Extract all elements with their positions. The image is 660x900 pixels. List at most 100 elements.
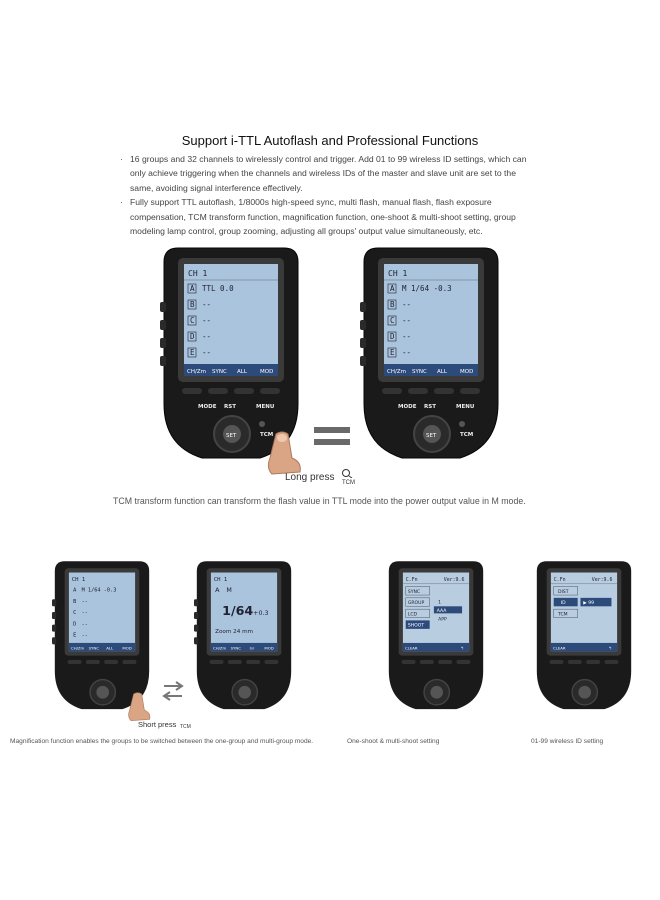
softkey: CLEAR bbox=[553, 645, 566, 650]
group-value: -- bbox=[202, 332, 211, 341]
group-letter: C bbox=[190, 316, 195, 325]
setting-value: 1 bbox=[438, 599, 441, 605]
softkey: CH/Zm bbox=[213, 645, 227, 650]
softkey: CLEAR bbox=[405, 645, 418, 650]
group-value: M 1/64 -0.3 bbox=[402, 284, 452, 293]
mode-button-label: MODE bbox=[198, 404, 217, 410]
group-letter: D bbox=[190, 332, 195, 341]
screen-header: CH 1 bbox=[188, 269, 207, 278]
softkey: MOD bbox=[122, 645, 131, 650]
flash-trigger-cfn-shoot: C.Fn Ver:9.6 SYNC GROUP LCD SHOOT 1 AAA … bbox=[388, 561, 484, 710]
short-press-label: Short press bbox=[138, 720, 177, 729]
group-value: -- bbox=[82, 610, 88, 616]
flash-trigger-ttl: CH 1 A TTL 0.0 B -- C -- D -- E -- CH/Zm… bbox=[160, 247, 299, 459]
group-value: -- bbox=[202, 348, 211, 357]
setting-value: APP bbox=[438, 616, 447, 622]
group-letter: B bbox=[73, 599, 76, 605]
softkey: MOD bbox=[460, 369, 473, 375]
group-value: -- bbox=[402, 316, 411, 325]
softkey: CH/Zm bbox=[387, 369, 406, 375]
softkey: ALL bbox=[437, 369, 448, 375]
feature-item: · Fully support TTL autoflash, 1/8000s h… bbox=[120, 195, 540, 238]
screen-header: CH 1 bbox=[72, 577, 86, 583]
finger-press-icon bbox=[267, 431, 301, 475]
mode-value: M bbox=[226, 587, 231, 594]
group-letter: B bbox=[390, 300, 395, 309]
softkey: SYNC bbox=[231, 645, 242, 650]
menu-item: GROUP bbox=[408, 600, 425, 606]
tcm-caption: TCM transform function can transform the… bbox=[113, 496, 526, 506]
finger-press-icon bbox=[128, 692, 151, 722]
softkey: SYNC bbox=[212, 369, 227, 375]
feature-list: · 16 groups and 32 channels to wirelessl… bbox=[120, 152, 540, 238]
bullet-marker: · bbox=[120, 154, 123, 164]
flash-trigger-manual: CH 1 A M 1/64 -0.3 B -- C -- D -- E -- C… bbox=[360, 247, 499, 459]
group-value: -- bbox=[82, 621, 88, 627]
menu-item: TCM bbox=[557, 611, 568, 617]
tcm-button-label: TCM bbox=[260, 432, 273, 438]
softkey: ↰ bbox=[609, 645, 612, 650]
menu-item: DIST bbox=[558, 589, 569, 595]
screen-header: CH 1 bbox=[388, 269, 407, 278]
group-value: TTL 0.0 bbox=[202, 284, 234, 293]
group-letter: D bbox=[390, 332, 395, 341]
menu-item-selected: ID bbox=[561, 600, 566, 606]
bullet-marker: · bbox=[120, 197, 123, 208]
group-letter: E bbox=[390, 348, 395, 357]
menu-item: LCD bbox=[408, 611, 418, 617]
group-value: -- bbox=[202, 316, 211, 325]
tcm-button-label: TCM bbox=[460, 432, 473, 438]
softkey: MOD bbox=[264, 645, 273, 650]
softkey: SYNC bbox=[412, 369, 427, 375]
feature-text: Fully support TTL autoflash, 1/8000s hig… bbox=[130, 197, 516, 237]
set-button-label: SET bbox=[426, 433, 437, 439]
group-letter: E bbox=[190, 348, 195, 357]
group-value: -- bbox=[402, 348, 411, 357]
group-letter: C bbox=[73, 610, 76, 616]
rst-button-label: RST bbox=[224, 404, 236, 410]
group-letter: B bbox=[190, 300, 195, 309]
feature-text: 16 groups and 32 channels to wirelessly … bbox=[130, 154, 527, 193]
oneshoot-caption: One-shoot & multi-shoot setting bbox=[347, 738, 440, 745]
zoom-value: Zoom 24 mm bbox=[215, 629, 253, 635]
softkey: MOD bbox=[260, 369, 273, 375]
section-title: Support i-TTL Autoflash and Professional… bbox=[181, 133, 479, 148]
softkey: ALL bbox=[237, 369, 248, 375]
softkey: Gr bbox=[250, 645, 255, 650]
setting-value: ▶ 99 bbox=[583, 600, 594, 606]
group-value: -- bbox=[402, 300, 411, 309]
switch-arrows-icon bbox=[162, 681, 184, 701]
version-label: Ver:9.6 bbox=[444, 577, 465, 583]
screen-header: C.Fn bbox=[406, 577, 418, 583]
group-value: -- bbox=[402, 332, 411, 341]
flash-trigger-onegroup: CH 1 A M 1/64 +0.3 Zoom 24 mm CH/Zm SYNC… bbox=[194, 561, 292, 710]
softkey: ↰ bbox=[461, 645, 464, 650]
power-value: 1/64 bbox=[222, 603, 253, 618]
long-press-label: Long press bbox=[285, 472, 335, 483]
rst-button-label: RST bbox=[424, 404, 436, 410]
menu-button-label: MENU bbox=[456, 404, 474, 410]
group-value: M 1/64 -0.3 bbox=[82, 588, 117, 594]
menu-button-label: MENU bbox=[256, 404, 274, 410]
feature-item: · 16 groups and 32 channels to wirelessl… bbox=[120, 152, 540, 195]
flash-trigger-cfn-id: C.Fn Ver:9.6 DIST ID TCM ▶ 99 CLEAR ↰ bbox=[536, 561, 632, 710]
screen-header: CH 1 bbox=[214, 577, 228, 583]
group-value: -- bbox=[202, 300, 211, 309]
softkey: SYNC bbox=[89, 645, 100, 650]
equals-icon bbox=[314, 427, 350, 445]
group-value: -- bbox=[82, 599, 88, 605]
tcm-label: TCM bbox=[342, 480, 355, 486]
tcm-magnify-icon bbox=[342, 469, 353, 478]
softkey: CH/Zm bbox=[187, 369, 206, 375]
group-letter: C bbox=[390, 316, 395, 325]
wireless-caption: 01-99 wireless ID setting bbox=[531, 738, 604, 745]
group-letter: A bbox=[215, 587, 220, 594]
group-letter: E bbox=[73, 633, 76, 639]
version-label: Ver:9.6 bbox=[592, 577, 613, 583]
setting-value: AAA bbox=[437, 608, 447, 614]
set-button-label: SET bbox=[226, 433, 237, 439]
softkey: CH/Zm bbox=[71, 645, 85, 650]
screen-header: C.Fn bbox=[554, 577, 566, 583]
group-letter: A bbox=[190, 284, 195, 293]
group-value: -- bbox=[82, 633, 88, 639]
